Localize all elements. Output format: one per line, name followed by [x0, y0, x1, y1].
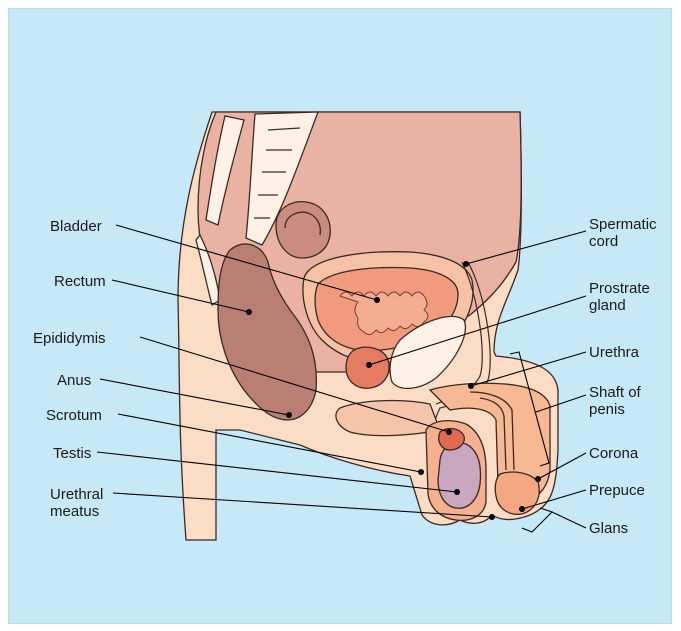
label-spermatic-cord: Spermatic cord [589, 216, 661, 250]
label-urethra: Urethra [589, 344, 640, 361]
label-testis: Testis [53, 445, 91, 462]
label-epididymis: Epididymis [33, 330, 106, 347]
label-prepuce: Prepuce [589, 482, 645, 499]
labels-left: Bladder Rectum Epididymis Anus Scrotum T… [33, 218, 108, 520]
label-anus: Anus [57, 372, 91, 389]
glans [495, 472, 539, 514]
anatomy-illustration [178, 112, 558, 540]
label-rectum: Rectum [54, 273, 106, 290]
label-shaft-of-penis: Shaft of penis [589, 384, 645, 418]
label-scrotum: Scrotum [46, 407, 102, 424]
labels-right: Spermatic cord Prostrate gland Urethra S… [589, 216, 661, 537]
label-glans: Glans [589, 520, 628, 537]
testis [438, 443, 480, 508]
label-corona: Corona [589, 445, 639, 462]
perineum [336, 401, 440, 436]
label-urethral-meatus: Urethral meatus [50, 486, 108, 520]
intestine [276, 202, 330, 258]
prostate [346, 347, 389, 388]
label-prostate-gland: Prostrate gland [589, 280, 654, 314]
label-bladder: Bladder [50, 218, 102, 235]
